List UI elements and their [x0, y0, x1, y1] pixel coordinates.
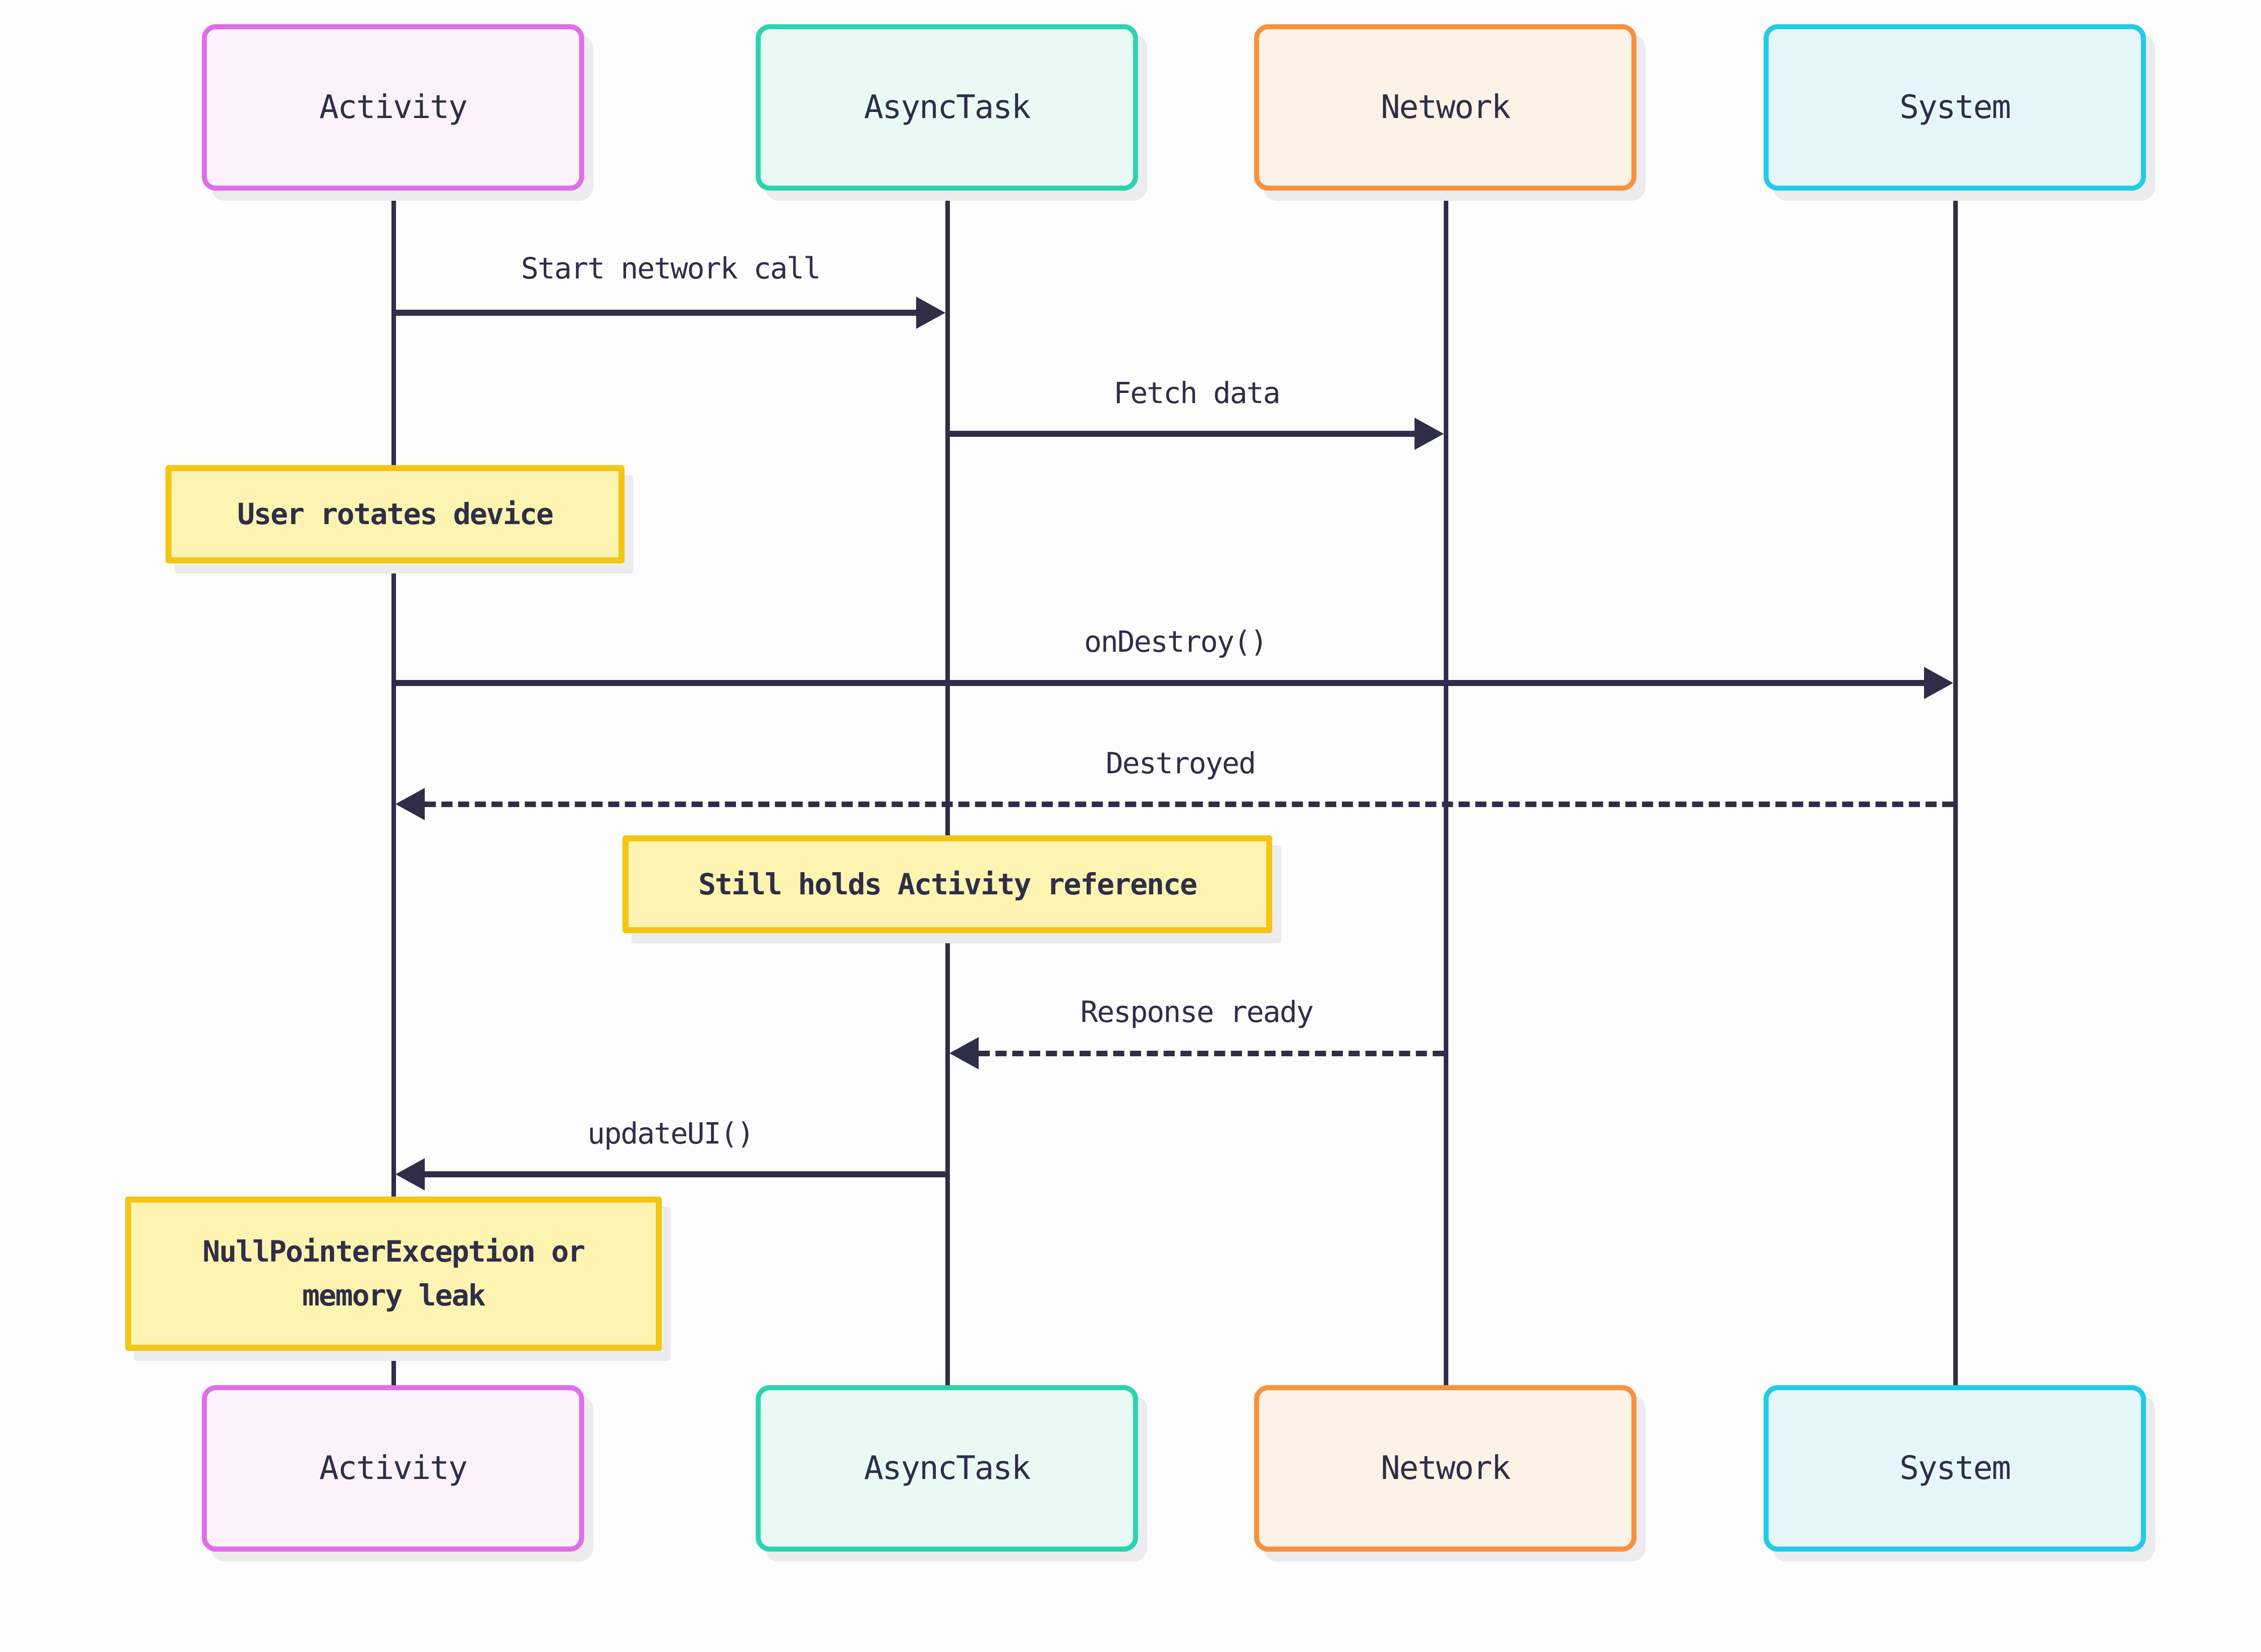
message-line-ondestroy [395, 680, 1924, 686]
arrowhead-left-icon [395, 788, 425, 820]
actor-box-network-bottom: Network [1254, 1385, 1636, 1552]
actor-box-asynctask-bottom: AsyncTask [756, 1385, 1138, 1552]
message-label-fetch-data: Fetch data [1113, 376, 1280, 410]
lifeline-system [1953, 191, 1958, 1385]
message-label-destroyed: Destroyed [1105, 746, 1256, 780]
actor-box-system-top: System [1764, 24, 2146, 191]
message-line-destroyed [425, 802, 1953, 807]
note-user-rotates-device: User rotates device [165, 465, 625, 563]
actor-box-activity-bottom: Activity [202, 1385, 584, 1552]
arrowhead-right-icon [1415, 418, 1444, 450]
note-nullpointerexception-text: NullPointerException or memory leak [202, 1234, 585, 1313]
actor-box-network-top: Network [1254, 24, 1636, 191]
message-label-updateui: updateUI() [587, 1116, 754, 1151]
actor-label-activity-bottom: Activity [319, 1450, 468, 1487]
actor-box-activity-top: Activity [202, 24, 584, 191]
actor-label-activity-top: Activity [319, 89, 468, 126]
arrowhead-left-icon [949, 1037, 979, 1069]
message-line-fetch-data [949, 431, 1415, 437]
arrowhead-right-icon [1924, 667, 1953, 699]
message-line-start-network-call [395, 310, 916, 316]
message-label-start-network-call: Start network call [521, 251, 821, 286]
lifeline-network [1444, 191, 1448, 1385]
note-user-rotates-device-text: User rotates device [237, 497, 553, 531]
lifeline-activity [391, 191, 396, 1385]
note-nullpointerexception: NullPointerException or memory leak [125, 1197, 662, 1351]
lifeline-asynctask [945, 191, 950, 1385]
actor-label-network-bottom: Network [1381, 1450, 1511, 1487]
note-still-holds-activity-reference-text: Still holds Activity reference [698, 867, 1198, 901]
message-line-updateui [425, 1171, 945, 1177]
actor-label-network-top: Network [1381, 89, 1511, 126]
message-line-response-ready [979, 1051, 1444, 1056]
arrowhead-right-icon [916, 297, 945, 329]
note-still-holds-activity-reference: Still holds Activity reference [623, 835, 1272, 933]
actor-label-system-top: System [1899, 89, 2011, 126]
actor-box-asynctask-top: AsyncTask [756, 24, 1138, 191]
actor-label-asynctask-top: AsyncTask [864, 89, 1031, 126]
message-label-ondestroy: onDestroy() [1084, 624, 1268, 659]
actor-label-system-bottom: System [1899, 1450, 2011, 1487]
actor-label-asynctask-bottom: AsyncTask [864, 1450, 1031, 1487]
actor-box-system-bottom: System [1764, 1385, 2146, 1552]
message-label-response-ready: Response ready [1080, 995, 1314, 1029]
arrowhead-left-icon [395, 1158, 425, 1190]
